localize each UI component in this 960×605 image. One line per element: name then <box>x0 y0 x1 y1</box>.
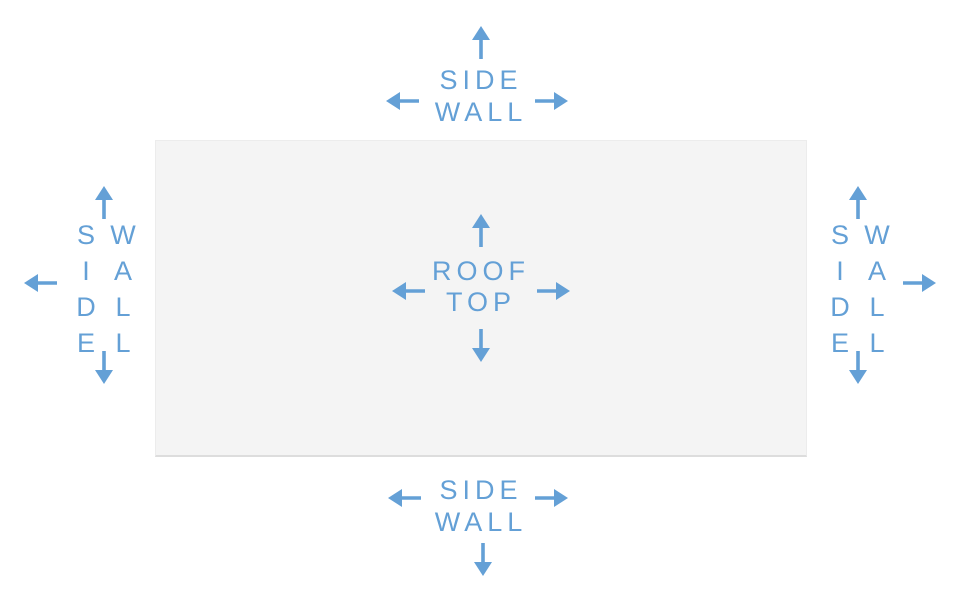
arrow-down-icon <box>474 543 492 576</box>
rooftop-panel <box>155 140 807 457</box>
arrow-right-icon <box>535 489 568 507</box>
label-line: ROOF <box>432 256 530 286</box>
arrow-down-icon <box>849 351 867 384</box>
arrow-down-icon <box>95 351 113 384</box>
label-word: WALL <box>862 220 892 364</box>
arrow-left-icon <box>392 282 425 300</box>
left-sidewall-label: SIDE WALL <box>55 220 153 364</box>
label-line: WALL <box>434 507 528 537</box>
label-line: WALL <box>434 97 528 127</box>
arrow-left-icon <box>24 274 57 292</box>
top-sidewall-label: SIDE WALL <box>408 64 554 128</box>
arrow-right-icon <box>903 274 936 292</box>
label-line: SIDE <box>439 475 523 505</box>
label-word: SIDE <box>71 220 101 364</box>
arrow-up-icon <box>849 186 867 219</box>
arrow-down-icon <box>472 329 490 362</box>
label-line: SIDE <box>439 65 523 95</box>
arrow-right-icon <box>535 92 568 110</box>
right-sidewall-label: SIDE WALL <box>809 220 907 364</box>
arrow-up-icon <box>472 26 490 59</box>
arrow-right-icon <box>537 282 570 300</box>
arrow-left-icon <box>386 92 419 110</box>
bottom-sidewall-label: SIDE WALL <box>408 474 554 538</box>
label-line: TOP <box>445 287 516 317</box>
arrow-left-icon <box>388 489 421 507</box>
label-word: WALL <box>108 220 138 364</box>
label-word: SIDE <box>825 220 855 364</box>
rooftop-label: ROOF TOP <box>408 256 554 318</box>
arrow-up-icon <box>95 186 113 219</box>
arrow-up-icon <box>472 214 490 247</box>
